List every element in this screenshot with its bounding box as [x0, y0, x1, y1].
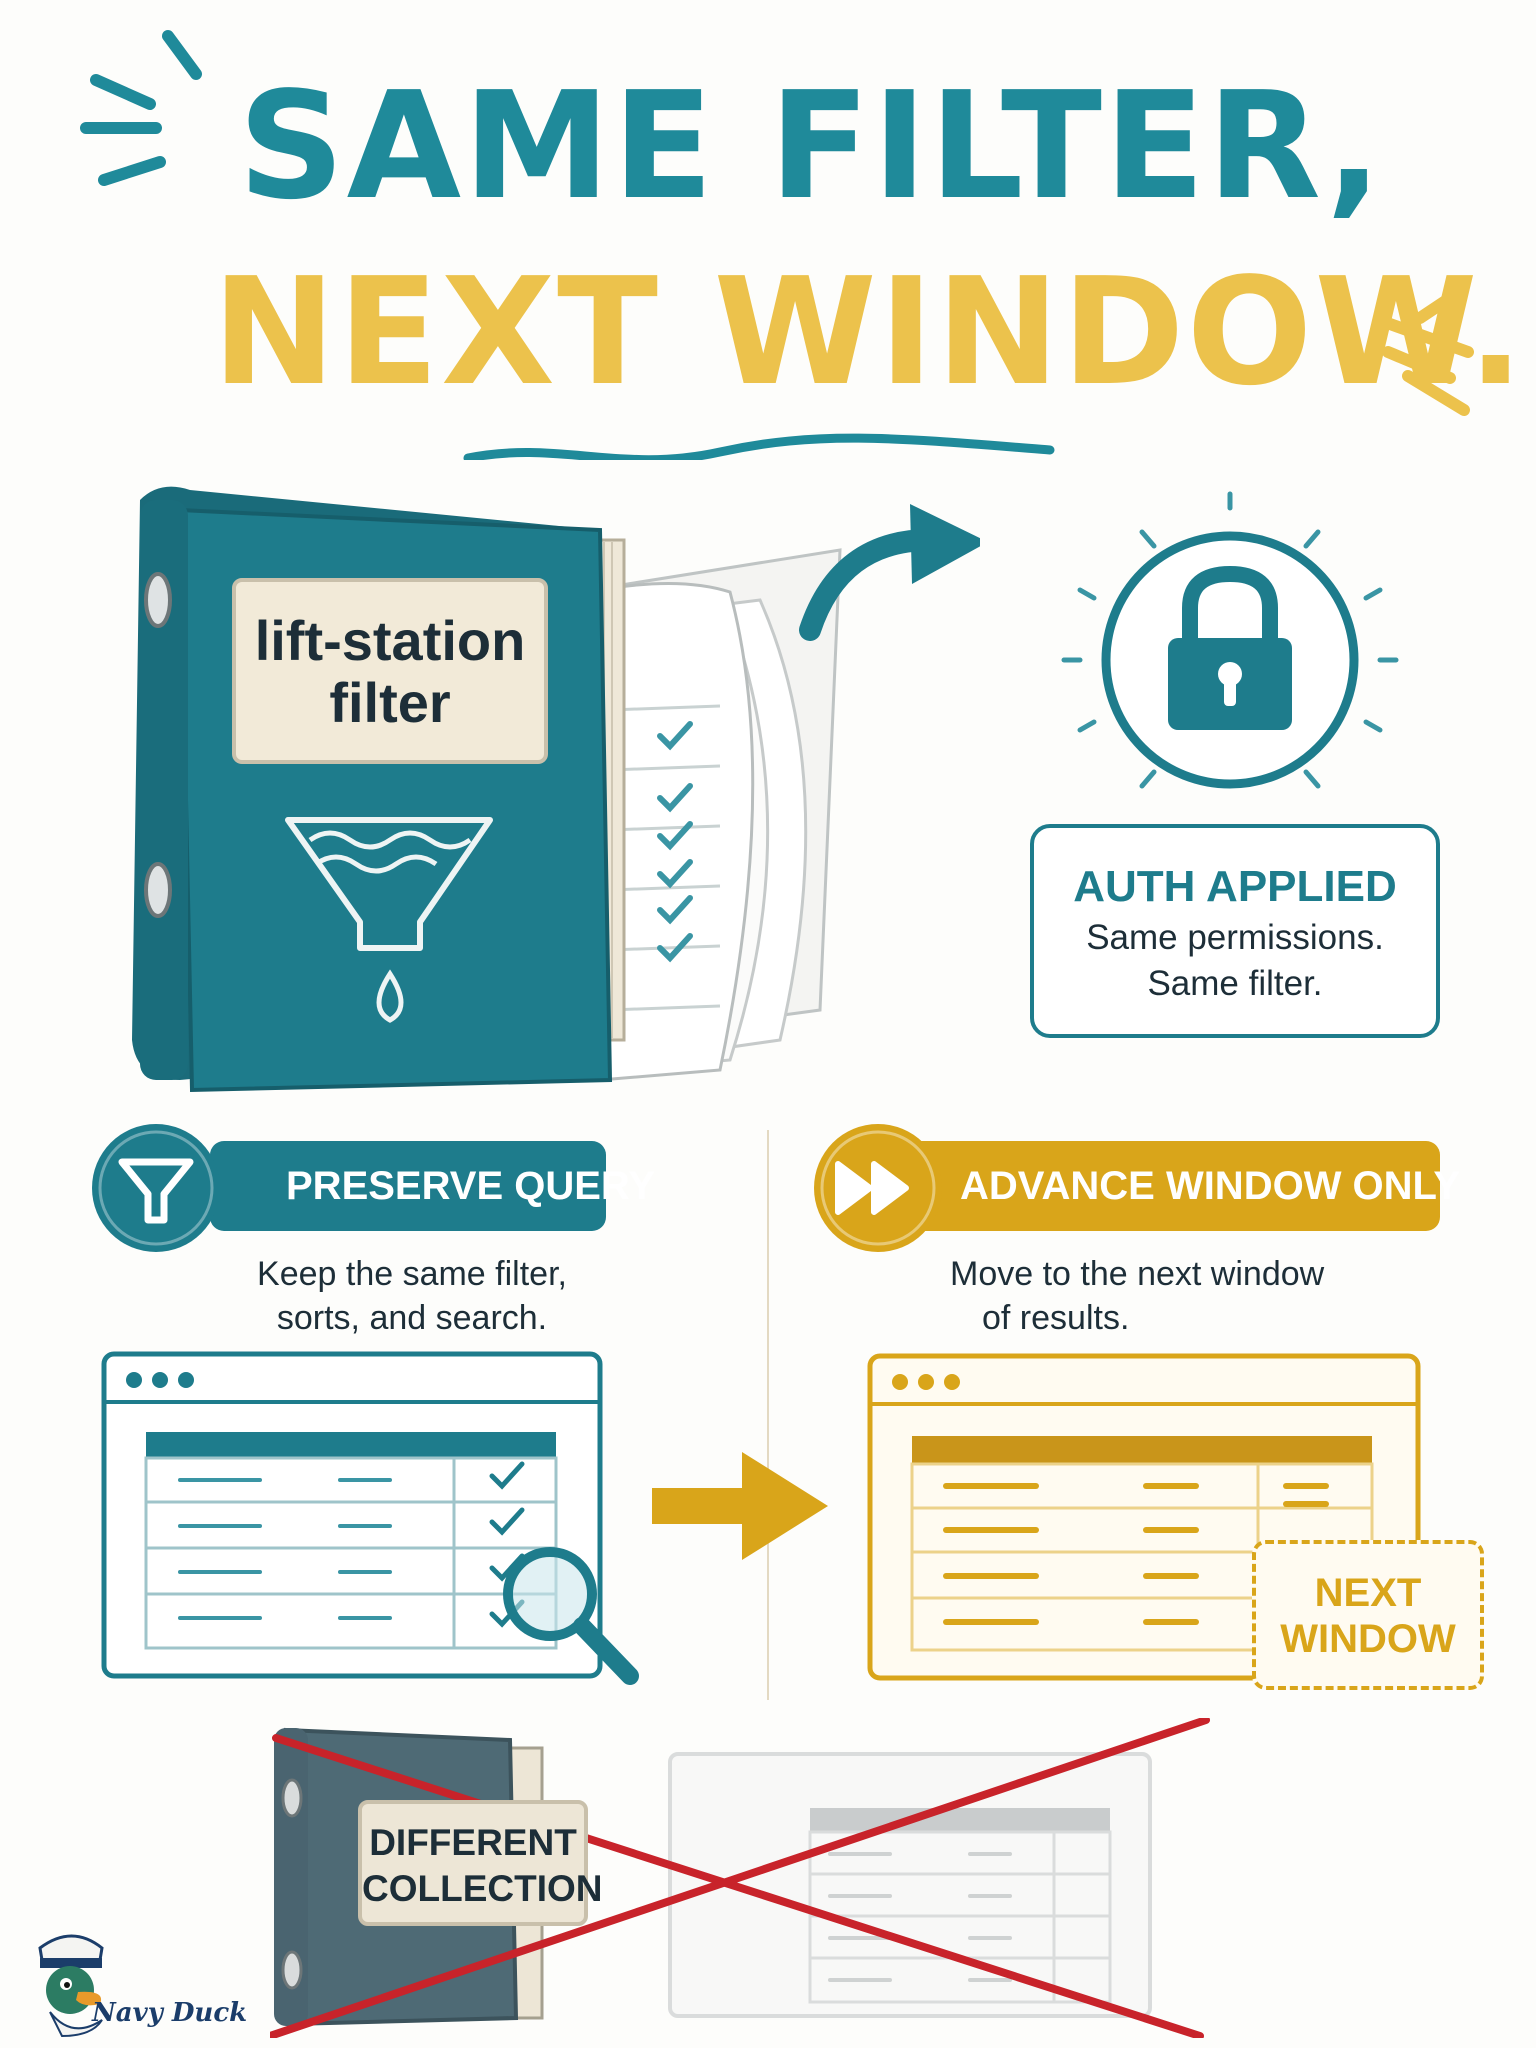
auth-title: AUTH APPLIED [1073, 862, 1397, 911]
funnel-circle [92, 1124, 220, 1252]
section-divider [767, 1130, 769, 1700]
lock-icon [1168, 565, 1292, 730]
auth-applied-card: AUTH APPLIED Same permissions. Same filt… [1030, 824, 1440, 1038]
fast-forward-icon [835, 1161, 909, 1215]
title-burst-left [80, 30, 1474, 460]
binder-illustration [132, 486, 980, 1093]
auth-line-2: Same filter. [1147, 964, 1323, 1003]
advance-window-desc-line-2: of results. [982, 1299, 1130, 1337]
next-window-badge: NEXT WINDOW [1252, 1540, 1484, 1690]
brand-name: Navy Duck [92, 1998, 248, 2028]
funnel-icon [285, 817, 493, 1023]
title-line-1: SAME FILTER, [238, 60, 1384, 232]
arrow-curve-icon [799, 529, 941, 641]
auth-line-1: Same permissions. [1086, 918, 1384, 957]
advance-window-desc-line-1: Move to the next window [950, 1255, 1325, 1293]
checkmark-icon [657, 721, 693, 963]
advance-window-label: ADVANCE WINDOW ONLY [960, 1164, 1460, 1208]
different-collection-line-1: DIFFERENT [369, 1822, 577, 1863]
next-window-line-1: NEXT [1314, 1571, 1422, 1615]
preserve-query-desc-line-2: sorts, and search. [276, 1299, 548, 1337]
funnel-icon [118, 1158, 194, 1224]
title-burst-right [1382, 284, 1474, 416]
current-results-window [101, 1351, 639, 1685]
preserve-query-label: PRESERVE QUERY [286, 1164, 656, 1208]
advance-window-description: Move to the next window of results. [950, 1252, 1324, 1340]
preserve-query-desc-line-1: Keep the same filter, [257, 1255, 567, 1293]
different-collection-label: DIFFERENT COLLECTION [358, 1800, 603, 1926]
binder-label-text: lift-station filter [254, 609, 526, 734]
title-line-2: NEXT WINDOW. [212, 246, 1526, 418]
preserve-query-pill: PRESERVE QUERY [210, 1141, 655, 1231]
duck-mascot-icon [38, 1934, 104, 2038]
cross-icon [270, 1718, 1210, 2038]
preserve-query-description: Keep the same filter, sorts, and search. [232, 1252, 592, 1340]
lock-badge [1061, 491, 1399, 789]
different-collection-line-2: COLLECTION [362, 1868, 603, 1909]
advance-window-pill: ADVANCE WINDOW ONLY [900, 1141, 1460, 1231]
binder-label: lift-station filter [232, 578, 548, 764]
arrow-right-icon [652, 1452, 828, 1560]
fast-forward-circle [814, 1124, 942, 1252]
magnifier-icon [503, 1547, 639, 1685]
next-window-line-2: WINDOW [1280, 1617, 1456, 1661]
